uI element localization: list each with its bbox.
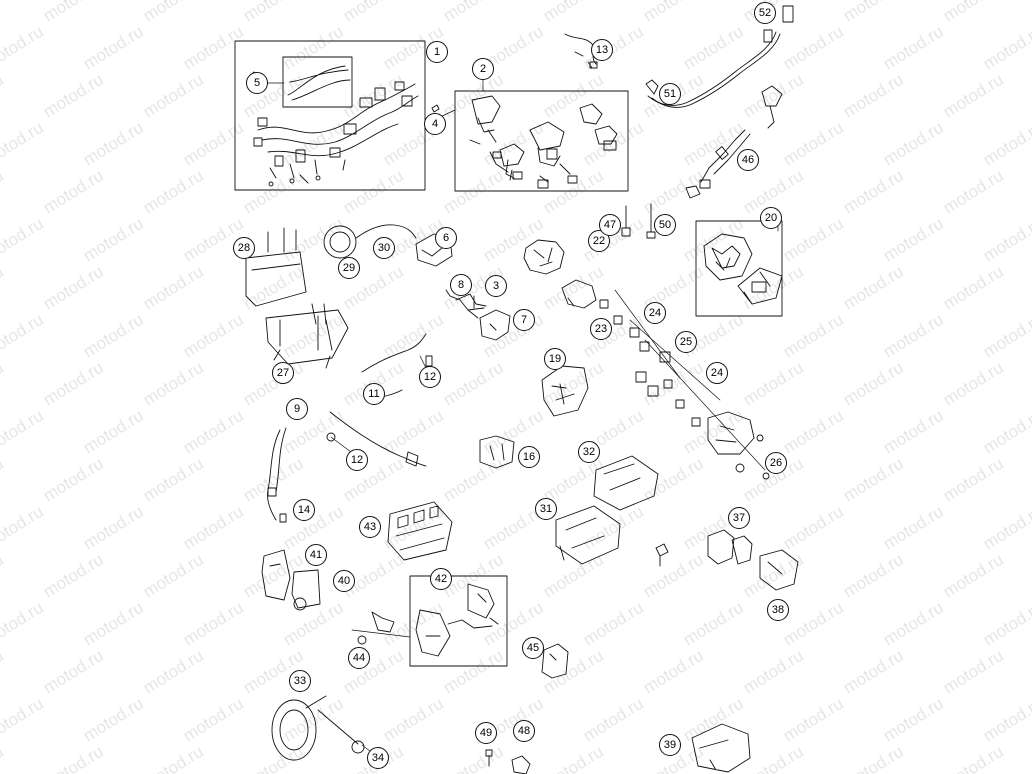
part-callout[interactable]: 43	[359, 516, 381, 538]
part-callout[interactable]: 49	[475, 722, 497, 744]
switch-set	[469, 95, 618, 189]
relay-group-box	[695, 220, 783, 317]
ecu-unit	[555, 455, 659, 565]
instrument-cluster	[387, 501, 453, 561]
sub-harness-box	[282, 56, 353, 108]
connector-part	[511, 755, 531, 774]
flasher-relay	[479, 435, 515, 469]
part-callout[interactable]: 16	[518, 446, 540, 468]
coil-bracket	[261, 549, 321, 611]
part-callout[interactable]: 2	[472, 58, 494, 80]
part-callout[interactable]: 41	[305, 544, 327, 566]
part-callout[interactable]: 26	[765, 452, 787, 474]
part-callout[interactable]: 3	[485, 275, 507, 297]
headlight-ring	[323, 224, 417, 259]
regulator-part	[415, 233, 453, 267]
bolt-part	[431, 104, 440, 113]
part-callout[interactable]: 14	[293, 499, 315, 521]
part-callout[interactable]: 51	[659, 83, 681, 105]
part-callout[interactable]: 37	[728, 507, 750, 529]
part-callout[interactable]: 19	[544, 348, 566, 370]
part-callout[interactable]: 46	[737, 149, 759, 171]
part-callout[interactable]: 11	[363, 383, 385, 405]
pin-part	[646, 203, 656, 239]
part-callout[interactable]: 13	[591, 39, 613, 61]
part-callout[interactable]: 28	[233, 237, 255, 259]
relay-bracket	[523, 239, 597, 309]
horn	[271, 695, 365, 761]
control-unit-bracket	[541, 365, 589, 417]
part-callout[interactable]: 47	[599, 214, 621, 236]
pickup-sensor	[685, 129, 751, 199]
part-callout[interactable]: 5	[246, 72, 268, 94]
part-callout[interactable]: 23	[590, 318, 612, 340]
part-callout[interactable]: 8	[450, 274, 472, 296]
throttle-sensor	[371, 583, 499, 657]
grommet-part	[425, 355, 433, 367]
ignition-coil	[455, 293, 511, 341]
screw-small	[485, 749, 493, 767]
part-callout[interactable]: 50	[654, 214, 676, 236]
spark-plug-cable	[445, 289, 485, 311]
part-callout[interactable]: 42	[430, 568, 452, 590]
tilt-sensor	[655, 529, 799, 591]
part-callout[interactable]: 48	[513, 720, 535, 742]
part-callout[interactable]: 38	[767, 599, 789, 621]
cable-connector	[589, 61, 598, 69]
part-callout[interactable]: 29	[338, 257, 360, 279]
part-callout[interactable]: 7	[513, 309, 535, 331]
part-callout[interactable]: 31	[535, 498, 557, 520]
wiring-harness-group-box	[234, 40, 426, 191]
part-callout[interactable]: 30	[373, 237, 395, 259]
part-callout[interactable]: 27	[272, 362, 294, 384]
main-wiring-harness	[247, 65, 419, 187]
part-callout[interactable]: 12	[346, 449, 368, 471]
part-callout[interactable]: 52	[754, 2, 776, 24]
part-callout[interactable]: 12	[419, 366, 441, 388]
fuse-box	[707, 411, 770, 480]
part-callout[interactable]: 9	[286, 398, 308, 420]
part-callout[interactable]: 33	[289, 670, 311, 692]
part-callout[interactable]: 32	[578, 441, 600, 463]
part-callout[interactable]: 24	[706, 362, 728, 384]
part-callout[interactable]: 39	[659, 734, 681, 756]
part-callout[interactable]: 24	[644, 302, 666, 324]
sensor-cable	[645, 5, 794, 129]
nut-part	[357, 635, 367, 645]
part-callout[interactable]: 40	[333, 570, 355, 592]
relay-holder	[703, 233, 783, 305]
part-callout[interactable]: 44	[348, 647, 370, 669]
part-callout[interactable]: 34	[367, 747, 389, 769]
screw-part	[621, 205, 631, 237]
fuse-set	[599, 299, 701, 427]
fuse-holder	[541, 643, 569, 679]
switch-group-box	[454, 90, 629, 192]
part-callout[interactable]: 6	[435, 227, 457, 249]
voltage-regulator	[691, 723, 751, 773]
part-callout[interactable]: 20	[760, 207, 782, 229]
sensor-group-box	[409, 575, 508, 667]
part-callout[interactable]: 45	[522, 637, 544, 659]
part-callout[interactable]: 22	[588, 230, 610, 252]
part-callout[interactable]: 25	[675, 331, 697, 353]
part-callout[interactable]: 4	[424, 113, 446, 135]
speedo-cable	[267, 411, 427, 523]
battery-box	[245, 227, 349, 369]
part-callout[interactable]: 1	[426, 41, 448, 63]
